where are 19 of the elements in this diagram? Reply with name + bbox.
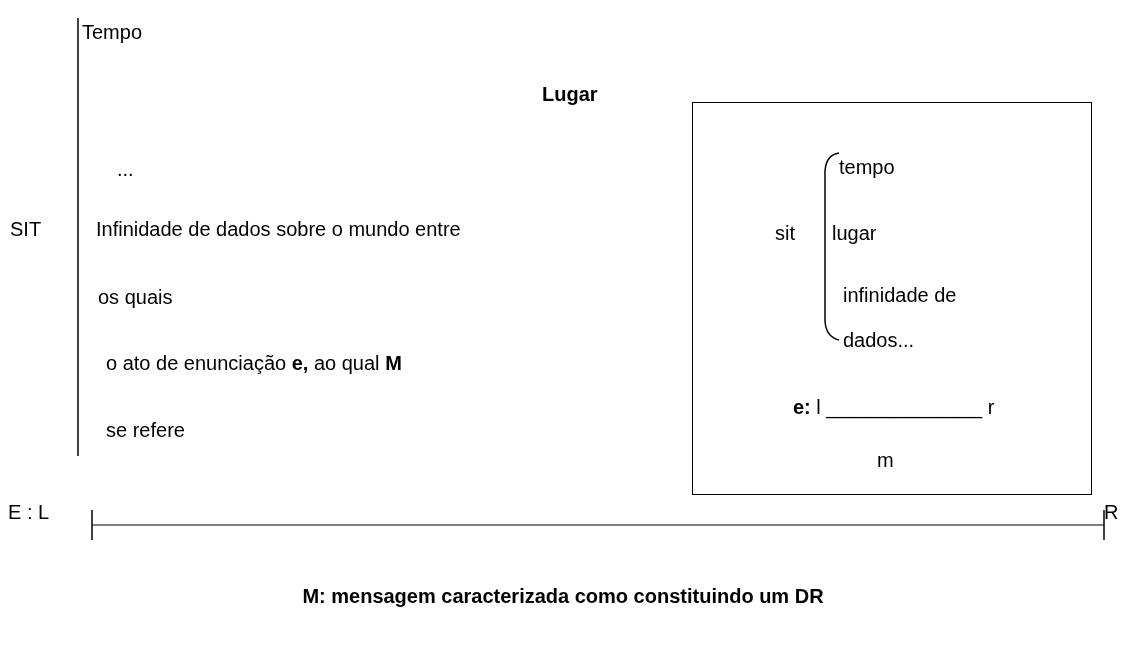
endpoint-label: E : L bbox=[8, 500, 51, 525]
text-label: infinidade de dados... bbox=[843, 283, 958, 353]
endpoint-label: R bbox=[1104, 500, 1120, 525]
situation-box bbox=[692, 102, 1092, 495]
connector-line bbox=[91, 509, 1105, 541]
text-label: m bbox=[877, 448, 894, 472]
text-label: lugar bbox=[832, 221, 877, 245]
caption: M: mensagem caracterizada como constituindo um DR bbox=[301, 584, 825, 608]
axis-label: SIT bbox=[10, 217, 42, 241]
text-line: o ato de enunciação e, ao qual M bbox=[106, 351, 402, 375]
text-line: se refere bbox=[106, 418, 185, 442]
ellipsis-text: ... bbox=[117, 157, 134, 181]
text-line: os quais bbox=[98, 285, 173, 309]
axis-label: Tempo bbox=[82, 20, 143, 44]
heading-label: Lugar bbox=[542, 82, 598, 106]
text-label: sit bbox=[775, 221, 795, 245]
text-label: tempo bbox=[839, 155, 895, 179]
text-label: e: l ______________ r bbox=[793, 395, 995, 419]
text-line: Infinidade de dados sobre o mundo entre bbox=[96, 217, 461, 241]
